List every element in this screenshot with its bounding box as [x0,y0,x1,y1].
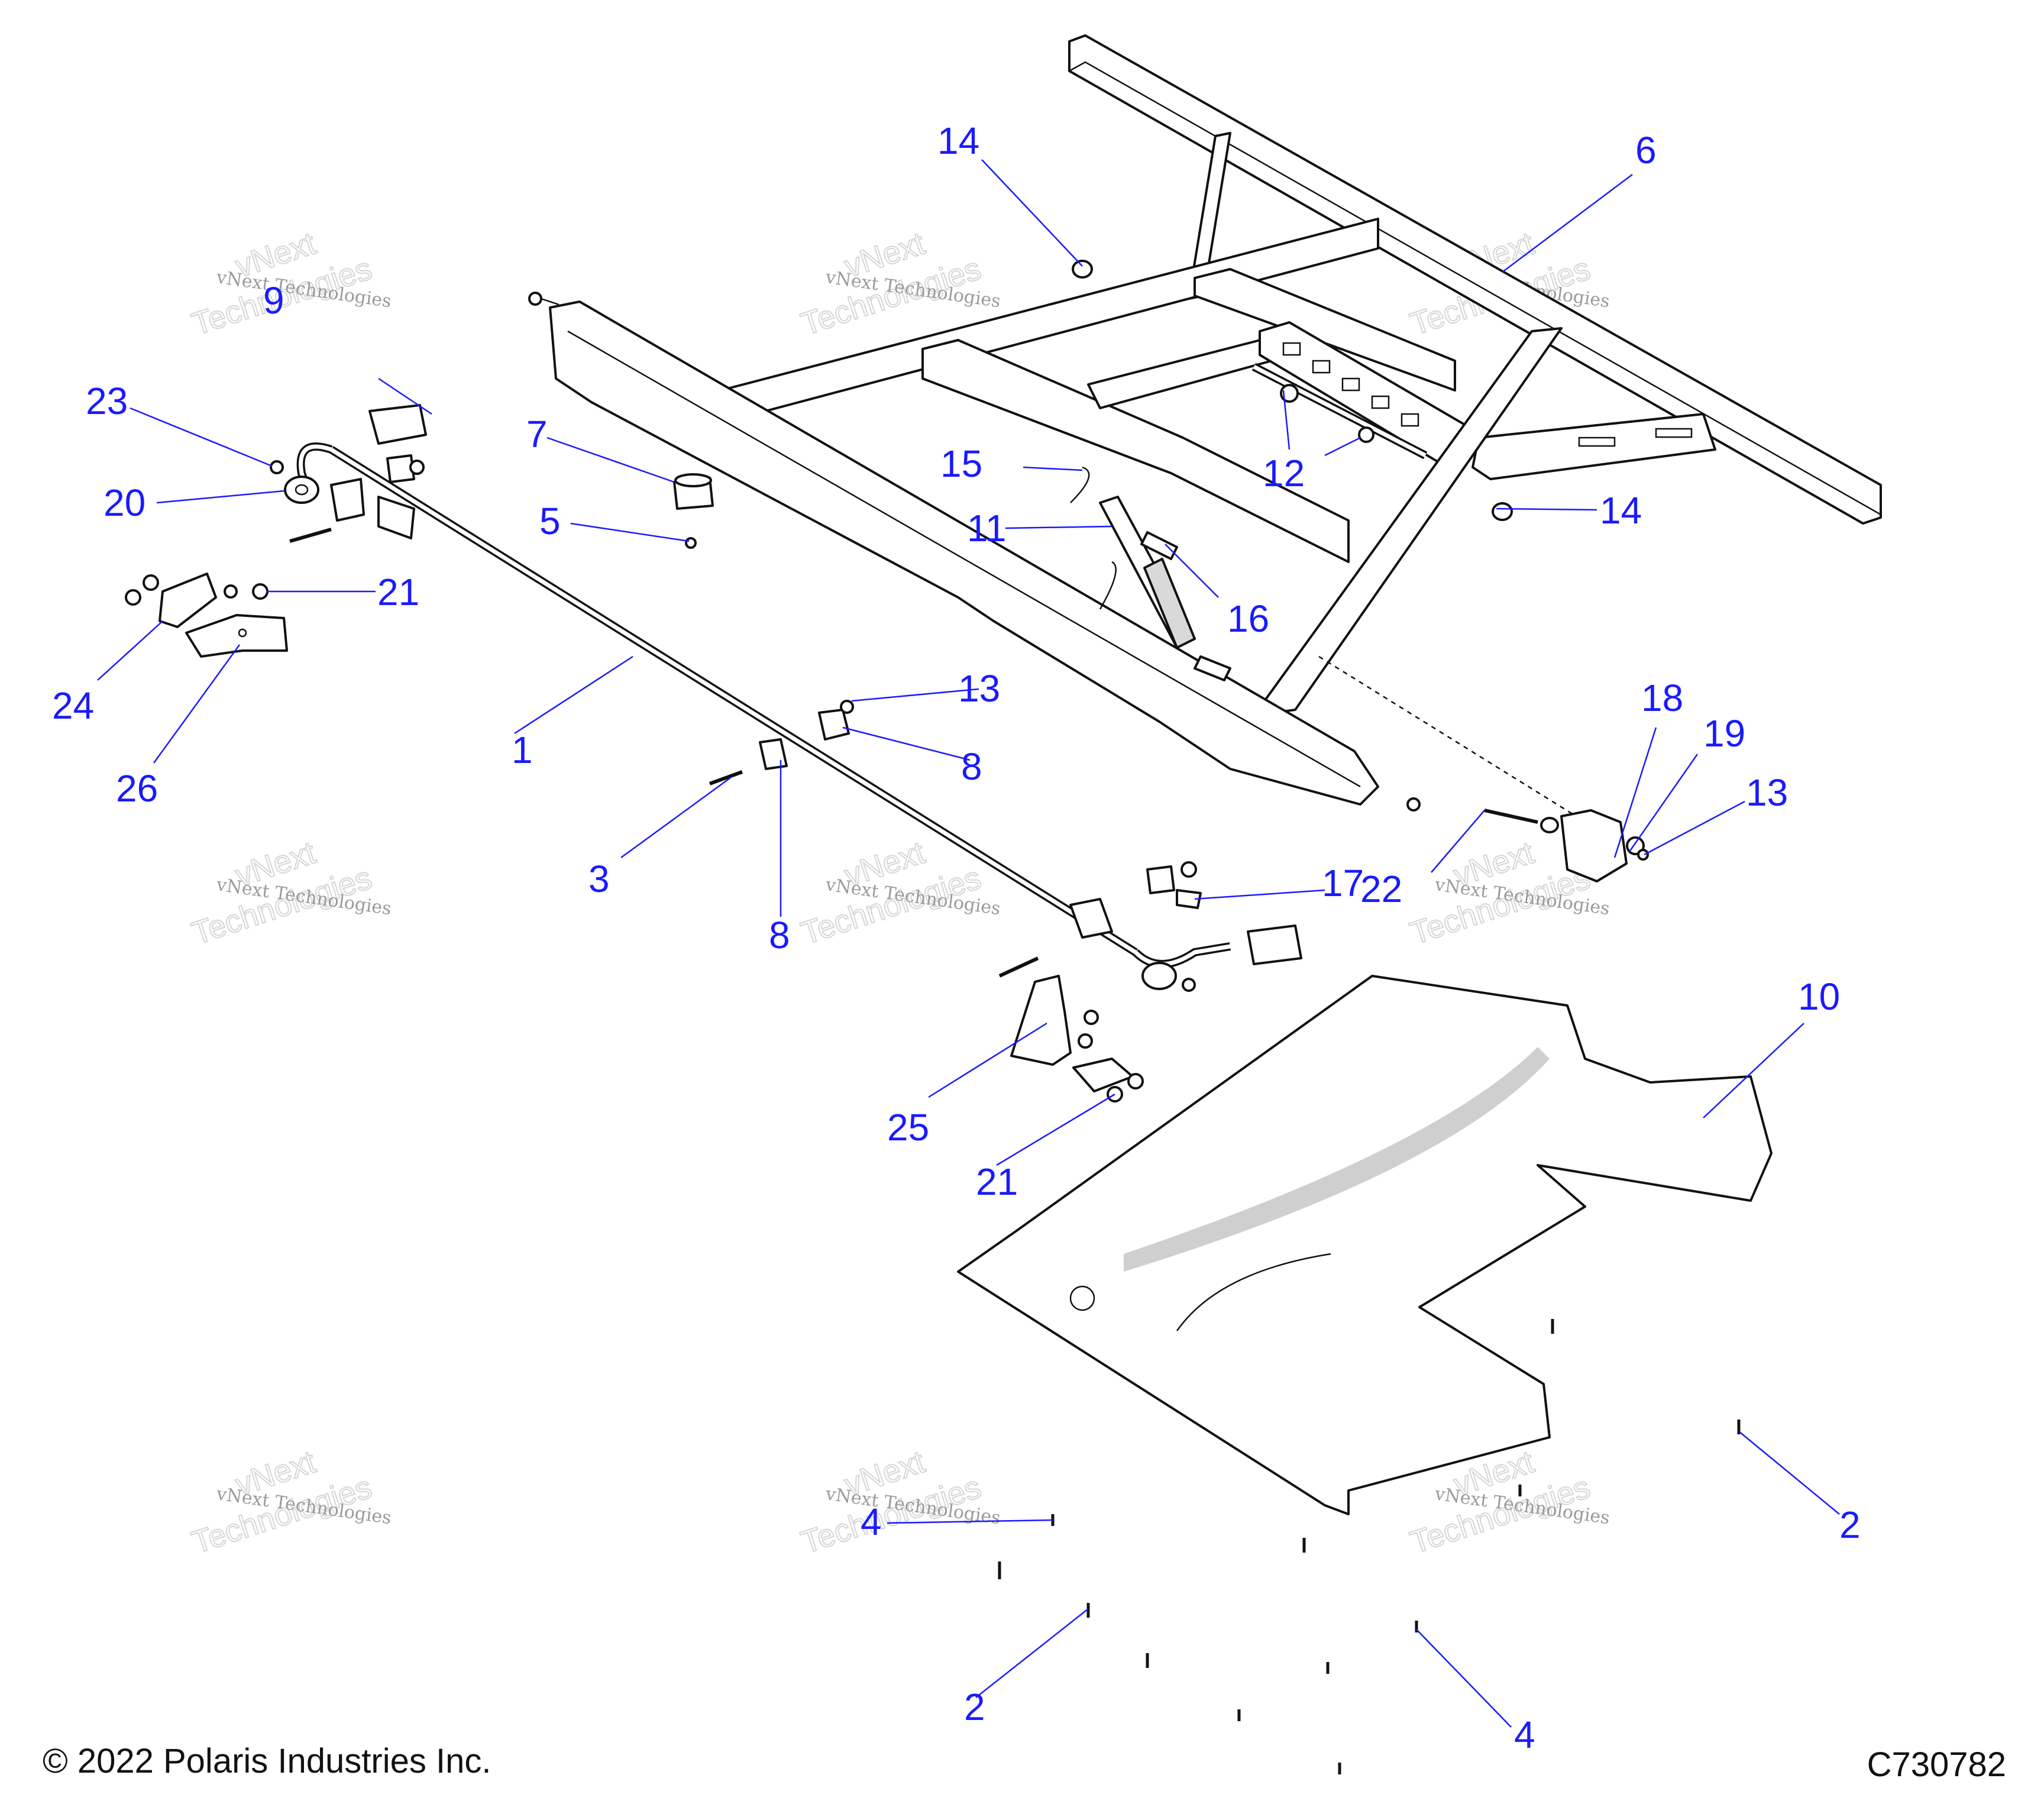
callout-14: 14 [1600,489,1642,532]
frame-assembly [528,34,1882,817]
callout-4: 4 [1514,1713,1535,1756]
callout-2: 2 [1839,1504,1861,1546]
callout-20: 20 [104,481,145,524]
callout-8: 8 [961,745,982,788]
callout-7: 7 [526,413,548,455]
callout-21: 21 [377,571,419,613]
callout-1: 1 [512,729,533,771]
callout-22: 22 [1360,868,1402,910]
callout-3: 3 [588,858,610,900]
callout-17: 17 [1322,862,1364,904]
callout-25: 25 [887,1106,929,1149]
callouts: 14 6 14 12 15 11 16 7 5 9 23 20 21 24 26… [52,119,1861,1756]
callout-13: 13 [958,667,1000,710]
callout-19: 19 [1703,712,1745,755]
cross-rod [296,404,1302,968]
callout-21: 21 [976,1160,1018,1203]
copyright-notice: © 2022 Polaris Industries Inc. [43,1742,491,1780]
left-hardware [125,454,425,658]
callout-10: 10 [1798,975,1840,1018]
callout-9: 9 [263,279,284,322]
callout-12: 12 [1263,452,1305,494]
figure-code: C730782 [1867,1745,2006,1784]
callout-23: 23 [86,380,128,422]
callout-6: 6 [1635,129,1657,172]
callout-5: 5 [539,500,561,542]
center-hardware [673,473,1649,1103]
callout-16: 16 [1227,597,1269,640]
callout-4: 4 [861,1501,882,1543]
callout-24: 24 [52,684,94,727]
skid-plate [957,975,1773,1515]
callout-15: 15 [940,442,982,485]
screws [998,1319,1741,1774]
callout-2: 2 [964,1686,985,1728]
callout-26: 26 [116,767,158,810]
callout-14: 14 [937,119,979,162]
callout-18: 18 [1641,677,1683,719]
callout-8: 8 [769,914,790,956]
callout-13: 13 [1746,771,1788,814]
callout-11: 11 [967,507,1006,549]
leader-lines [97,159,1840,1728]
